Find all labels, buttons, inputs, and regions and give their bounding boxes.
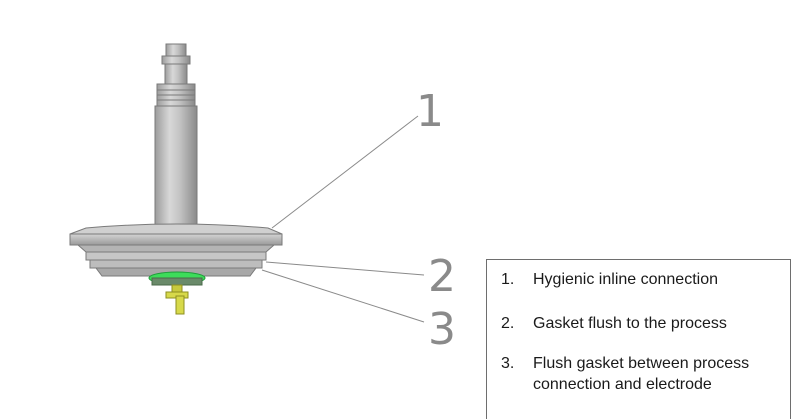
- legend-item-number: 2.: [501, 315, 515, 332]
- leader-line-3: [261, 269, 425, 323]
- leader-line-2: [265, 261, 425, 276]
- flange: [69, 223, 283, 277]
- legend-item-number: 1.: [501, 271, 515, 288]
- shaft-tip: [161, 43, 191, 85]
- callout-number-2: 2: [428, 251, 456, 302]
- callout-number-3: 3: [428, 304, 456, 355]
- legend-item-text: Flush gasket between process connection …: [533, 355, 750, 393]
- electrode-tip: [165, 284, 189, 315]
- legend-item-text: Gasket flush to the process: [533, 315, 727, 332]
- legend-item-text: Hygienic inline connection: [533, 271, 718, 288]
- legend-box: 1. Hygienic inline connection 2. Gasket …: [486, 259, 791, 419]
- legend-item-number: 3.: [501, 355, 515, 372]
- callout-number-1: 1: [416, 86, 444, 137]
- sensor-shaft: [154, 105, 198, 229]
- thread-section: [156, 83, 196, 107]
- leader-line-1: [271, 115, 419, 229]
